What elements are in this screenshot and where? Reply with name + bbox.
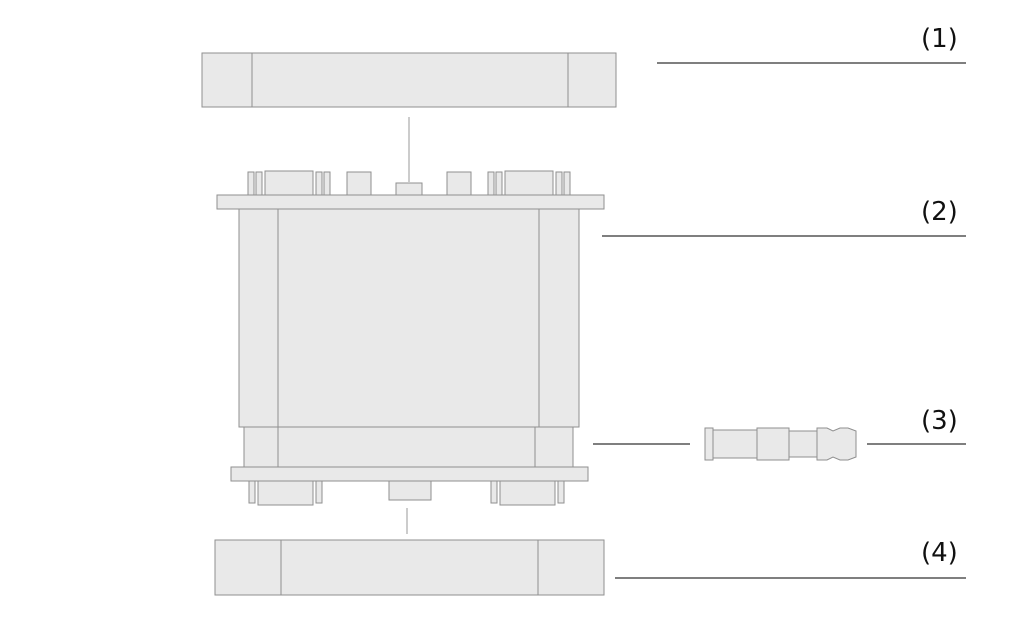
main-housing-part [216,170,605,506]
callout-label-3: (3) [921,406,958,436]
bottom-connectors [248,480,565,506]
top-cover-part [201,52,617,108]
callout-label-4: (4) [921,538,958,568]
top-connectors [247,170,571,197]
bottom-cover-part [214,539,605,596]
callout-label-1: (1) [921,24,958,54]
callout-label-2: (2) [921,197,958,227]
hose-fitting-part [704,427,857,461]
